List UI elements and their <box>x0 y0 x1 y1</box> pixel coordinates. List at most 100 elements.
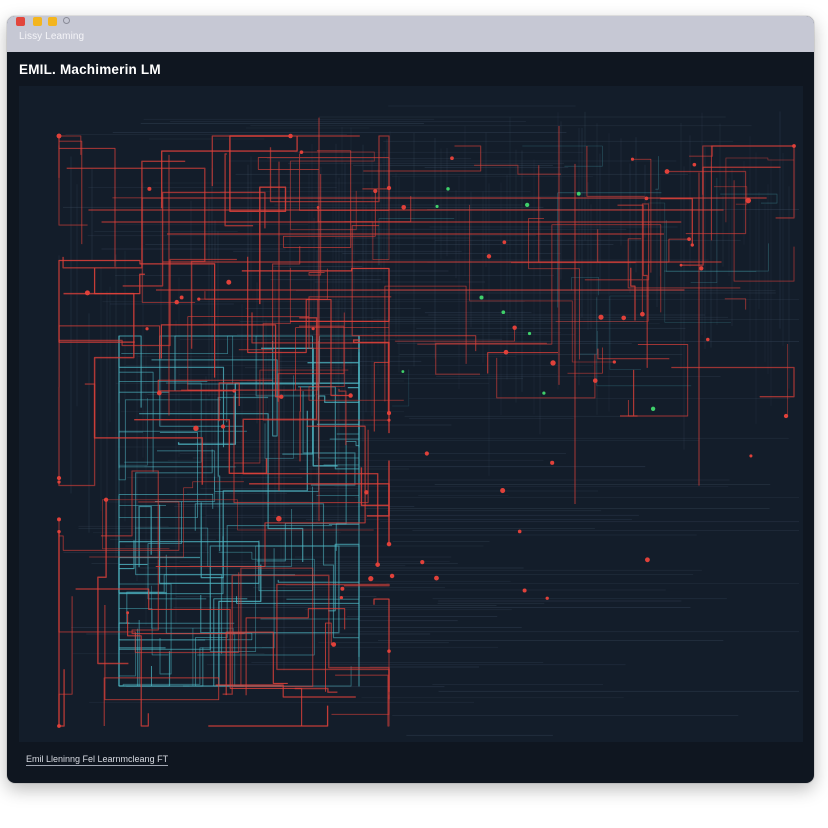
primary-trace <box>242 317 379 565</box>
primary-trace <box>59 135 82 155</box>
secondary-trace <box>258 486 314 592</box>
trace-node <box>687 237 691 241</box>
trace-node <box>401 204 407 210</box>
accent-node <box>501 310 506 315</box>
secondary-trace <box>118 335 154 472</box>
primary-trace <box>157 379 273 392</box>
primary-trace <box>630 267 636 321</box>
secondary-trace <box>119 548 275 687</box>
primary-trace <box>733 180 795 282</box>
trace-node <box>503 349 509 355</box>
primary-trace <box>181 298 319 391</box>
trace-node <box>193 425 199 432</box>
primary-trace <box>58 531 65 727</box>
grid-traces <box>58 105 799 736</box>
secondary-trace <box>147 501 207 600</box>
trace-node <box>197 297 201 301</box>
primary-trace <box>555 264 649 322</box>
trace-node <box>387 649 391 653</box>
primary-trace <box>100 470 159 559</box>
primary-trace <box>58 145 88 226</box>
trace-node <box>522 588 527 593</box>
primary-trace <box>724 298 747 310</box>
trace-node <box>749 454 753 458</box>
secondary-trace <box>118 556 200 594</box>
trace-node <box>420 560 425 565</box>
primary-trace <box>632 158 652 273</box>
trace-node <box>174 299 179 305</box>
secondary-trace <box>151 341 278 437</box>
window-minimize-icon[interactable] <box>33 17 42 26</box>
primary-trace <box>417 224 662 345</box>
primary-trace <box>58 136 116 267</box>
primary-trace <box>222 574 390 700</box>
primary-trace <box>58 383 96 487</box>
secondary-trace <box>609 295 649 370</box>
primary-trace <box>58 596 73 726</box>
trace-node <box>339 596 344 600</box>
primary-trace <box>215 684 356 698</box>
trace-node <box>450 156 454 161</box>
trace-node <box>434 575 439 581</box>
primary-trace <box>93 268 145 295</box>
primary-trace <box>289 151 375 231</box>
secondary-trace <box>260 464 360 620</box>
accent-node <box>542 391 546 395</box>
trace-node <box>156 390 162 396</box>
trace-node <box>745 197 752 204</box>
trace-node <box>299 150 304 154</box>
trace-node <box>57 724 61 728</box>
secondary-trace <box>118 335 142 408</box>
window-fullscreen-icon[interactable] <box>63 17 70 24</box>
trace-node <box>512 325 517 330</box>
primary-trace <box>241 267 390 323</box>
trace-node <box>517 529 522 534</box>
secondary-trace <box>194 525 333 687</box>
page-title: EMIL. Machimerin LM <box>19 62 161 77</box>
primary-trace <box>234 369 349 464</box>
secondary-trace <box>200 410 308 579</box>
secondary-trace <box>209 545 360 652</box>
window-titlebar[interactable]: Lissy Leaming <box>7 16 814 52</box>
trace-node <box>386 185 392 191</box>
window-maximize-icon[interactable] <box>48 17 57 26</box>
trace-node <box>387 418 391 422</box>
secondary-trace <box>118 398 148 534</box>
trace-node <box>279 394 284 399</box>
primary-trace <box>487 352 558 374</box>
primary-trace <box>496 354 596 399</box>
circuit-diagram-canvas[interactable] <box>19 86 803 742</box>
primary-trace <box>102 499 374 550</box>
primary-trace <box>786 344 789 417</box>
primary-trace <box>208 705 329 727</box>
trace-node <box>645 557 650 563</box>
primary-trace <box>134 418 268 475</box>
trace-node <box>57 480 61 484</box>
secondary-trace <box>139 413 304 562</box>
trace-node <box>690 243 694 247</box>
primary-trace <box>75 588 303 726</box>
secondary-trace <box>153 628 282 687</box>
primary-trace <box>667 170 747 235</box>
circuit-diagram <box>56 105 799 736</box>
primary-trace <box>627 344 689 417</box>
primary-trace <box>160 324 282 398</box>
primary-trace <box>352 339 390 434</box>
trace-node <box>316 206 320 209</box>
secondary-trace <box>347 335 360 448</box>
trace-node <box>621 315 627 321</box>
secondary-trace <box>655 156 659 190</box>
secondary-trace <box>118 336 225 448</box>
trace-nodes <box>56 133 796 728</box>
primary-trace <box>331 651 390 715</box>
secondary-trace <box>118 495 139 687</box>
trace-node <box>598 314 604 320</box>
primary-trace <box>394 327 515 342</box>
window-close-icon[interactable] <box>16 17 25 26</box>
trace-node <box>348 393 353 398</box>
trace-node <box>630 157 635 161</box>
trace-node <box>706 337 710 342</box>
trace-node <box>84 290 90 296</box>
primary-trace <box>335 674 390 727</box>
accent-node <box>401 370 405 373</box>
